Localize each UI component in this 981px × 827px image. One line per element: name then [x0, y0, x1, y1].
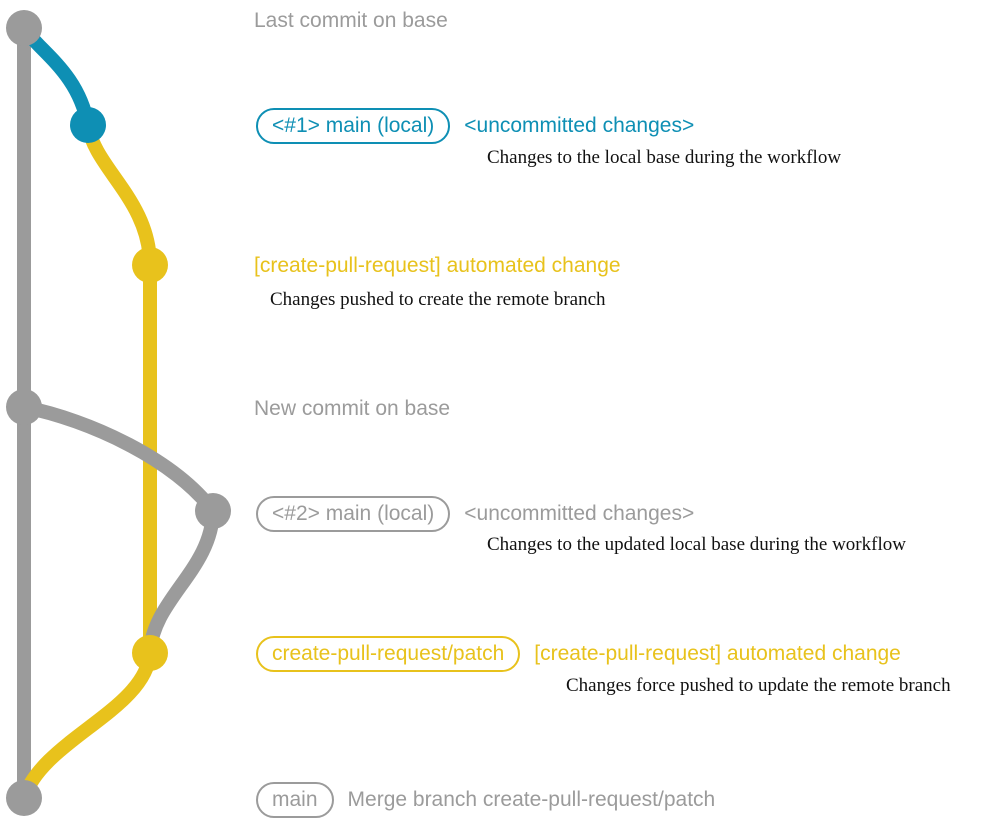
row-automated-change-2: create-pull-request/patch [create-pull-r… — [256, 636, 901, 672]
node-base-new[interactable] — [6, 389, 42, 425]
row-new-commit-on-base: New commit on base — [254, 398, 450, 419]
commit-message-automated-change-2: [create-pull-request] automated change — [534, 642, 901, 665]
row-last-commit-on-base: Last commit on base — [254, 10, 448, 31]
description-force-pushed-update-remote-branch: Changes force pushed to update the remot… — [566, 675, 951, 696]
description-local-changes-1: Changes to the local base during the wor… — [487, 147, 842, 168]
description-local-changes-2: Changes to the updated local base during… — [487, 534, 906, 555]
branch-pill-main-local-2[interactable]: <#2> main (local) — [256, 496, 451, 532]
commit-message-new-commit-on-base: New commit on base — [254, 397, 451, 420]
edge-local-1-to-remote-1 — [81, 118, 157, 272]
commit-message-last-commit-on-base: Last commit on base — [254, 9, 448, 32]
description-pushed-create-remote-branch: Changes pushed to create the remote bran… — [270, 289, 606, 310]
branch-pill-main[interactable]: main — [256, 782, 334, 818]
commit-message-uncommitted-changes-1: <uncommitted changes> — [464, 114, 695, 137]
edge-local-2-to-remote-2 — [143, 504, 220, 660]
edge-base-new-to-local-2 — [17, 400, 220, 518]
row-merge-commit: main Merge branch create-pull-request/pa… — [256, 782, 715, 818]
edge-remote-2-to-merge — [17, 646, 157, 805]
node-local-1[interactable] — [70, 107, 106, 143]
node-local-2[interactable] — [195, 493, 231, 529]
node-remote-2[interactable] — [132, 635, 168, 671]
node-base-merge[interactable] — [6, 780, 42, 816]
row-commit-2-local: <#2> main (local) <uncommitted changes> — [256, 496, 694, 532]
row-automated-change-1: [create-pull-request] automated change — [254, 255, 621, 276]
row-commit-1-local: <#1> main (local) <uncommitted changes> — [256, 108, 694, 144]
commit-message-uncommitted-changes-2: <uncommitted changes> — [464, 502, 695, 525]
node-base-top[interactable] — [6, 10, 42, 46]
branch-pill-main-local-1[interactable]: <#1> main (local) — [256, 108, 451, 144]
commit-message-automated-change-1: [create-pull-request] automated change — [254, 254, 621, 277]
branch-pill-create-pull-request-patch[interactable]: create-pull-request/patch — [256, 636, 521, 672]
commit-message-merge-branch: Merge branch create-pull-request/patch — [347, 788, 716, 811]
node-remote-1[interactable] — [132, 247, 168, 283]
